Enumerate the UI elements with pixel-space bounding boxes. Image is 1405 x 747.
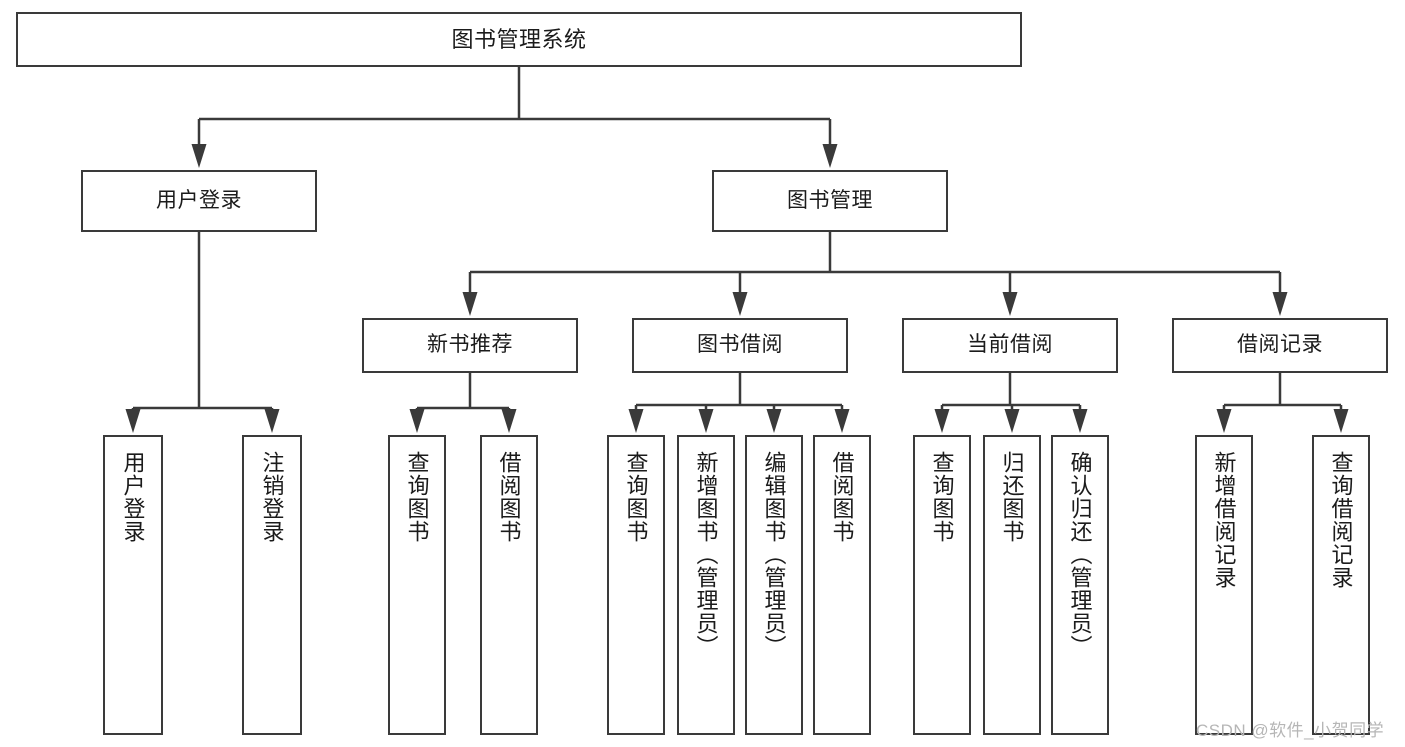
node-leaf-borrow-book-2[interactable]: 借阅图书 [813,435,871,735]
node-label: 图书管理 [787,188,873,212]
node-label: 借阅图书 [829,451,855,543]
arrow-manage-to-cur [1002,272,1018,316]
node-book-manage[interactable]: 图书管理 [712,170,948,232]
node-leaf-logout[interactable]: 注销登录 [242,435,302,735]
node-leaf-query-book-2[interactable]: 查询图书 [607,435,665,735]
node-label: 确认归还（管理员） [1067,451,1093,658]
node-label: 新书推荐 [427,333,513,357]
node-label: 归还图书 [999,451,1025,543]
node-leaf-confirm-return[interactable]: 确认归还（管理员） [1051,435,1109,735]
arrow-manage-to-borrow [732,272,748,316]
arrow-root-to-user [191,119,207,168]
node-leaf-query-book-3[interactable]: 查询图书 [913,435,971,735]
node-label: 借阅记录 [1237,333,1323,357]
node-leaf-edit-book[interactable]: 编辑图书（管理员） [745,435,803,735]
node-leaf-user-login[interactable]: 用户登录 [103,435,163,735]
node-label: 新增图书（管理员） [693,451,719,658]
node-current-borrow[interactable]: 当前借阅 [902,318,1118,373]
node-label: 编辑图书（管理员） [761,451,787,658]
node-label: 图书管理系统 [451,26,587,52]
node-label: 查询借阅记录 [1328,451,1354,589]
arrow-cur-to-l1 [934,405,950,433]
node-label: 查询图书 [623,451,649,543]
arrow-borrow-to-l1 [628,405,644,433]
node-label: 新增借阅记录 [1211,451,1237,589]
arrow-cur-to-l3 [1072,405,1088,433]
node-label: 查询图书 [404,451,430,543]
arrow-root-to-manage [822,119,838,168]
node-user-login[interactable]: 用户登录 [81,170,317,232]
node-borrow-record[interactable]: 借阅记录 [1172,318,1388,373]
node-leaf-add-record[interactable]: 新增借阅记录 [1195,435,1253,735]
node-label: 借阅图书 [496,451,522,543]
node-label: 图书借阅 [697,333,783,357]
arrow-manage-to-new [462,272,478,316]
node-label: 用户登录 [156,188,242,212]
csdn-watermark: CSDN @软件_小贺同学 [1196,721,1385,740]
arrow-manage-to-rec [1272,272,1288,316]
arrow-borrow-to-l2 [698,405,714,433]
arrow-cur-to-l2 [1004,405,1020,433]
node-leaf-borrow-book-1[interactable]: 借阅图书 [480,435,538,735]
arrow-user-to-l1 [125,408,141,433]
node-label: 用户登录 [120,451,146,543]
node-label: 查询图书 [929,451,955,543]
node-new-book-recommend[interactable]: 新书推荐 [362,318,578,373]
node-leaf-query-book-1[interactable]: 查询图书 [388,435,446,735]
node-leaf-add-book[interactable]: 新增图书（管理员） [677,435,735,735]
arrow-rec-to-l1 [1216,405,1232,433]
arrow-borrow-to-l3 [766,405,782,433]
arrow-borrow-to-l4 [834,405,850,433]
node-book-borrow[interactable]: 图书借阅 [632,318,848,373]
arrow-user-to-l2 [264,408,280,433]
arrow-new-to-l2 [501,408,517,433]
arrow-new-to-l1 [409,408,425,433]
node-leaf-query-record[interactable]: 查询借阅记录 [1312,435,1370,735]
node-root[interactable]: 图书管理系统 [16,12,1022,67]
arrow-rec-to-l2 [1333,405,1349,433]
node-leaf-return-book[interactable]: 归还图书 [983,435,1041,735]
node-label: 当前借阅 [967,333,1053,357]
node-label: 注销登录 [259,451,285,543]
